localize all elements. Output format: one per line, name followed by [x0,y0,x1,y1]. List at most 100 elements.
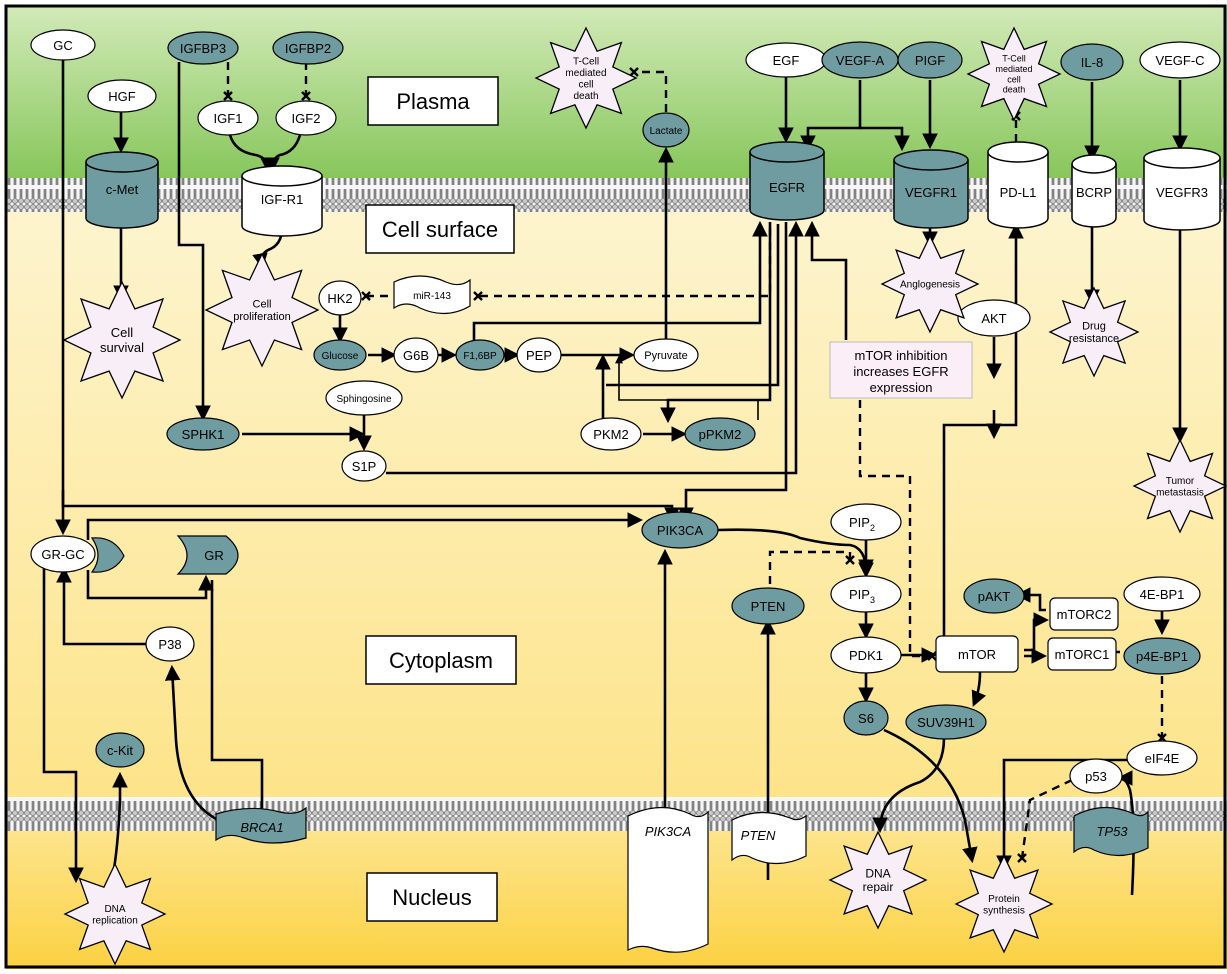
svg-text:Glucose: Glucose [322,351,359,362]
node-vegf-a: VEGF-A [821,41,899,79]
outcome-tcell-death-left-label: T-Cell [573,56,599,67]
receptor-egfr: EGFR [749,141,825,221]
svg-text:PIK3CA: PIK3CA [645,824,691,839]
svg-text:Lactate: Lactate [650,126,683,137]
node-hgf: HGF [87,79,157,113]
svg-text:IL-8: IL-8 [1081,55,1103,70]
svg-text:c-Kit: c-Kit [107,743,133,758]
node-gc: GC [30,29,96,61]
node-glucose: Glucose [313,339,367,371]
node-f16bp: F1,6BP [455,339,505,371]
svg-text:IGFBP2: IGFBP2 [285,41,331,56]
node-il-8: IL-8 [1060,43,1124,81]
node-pyruvate: Pyruvate [633,338,699,372]
node-pten: PTEN [731,587,805,625]
node-igf2: IGF2 [275,100,337,136]
svg-text:PTEN: PTEN [751,599,786,614]
svg-text:4E-BP1: 4E-BP1 [1140,587,1185,602]
svg-text:S6: S6 [858,711,874,726]
svg-text:G6B: G6B [403,348,429,363]
node-pip2: PIP2 [830,503,902,541]
nuclear-membrane [6,797,1227,831]
svg-text:EGF: EGF [773,53,800,68]
receptor-igf-r1: IGF-R1 [241,165,323,237]
svg-text:PIK3CA: PIK3CA [657,523,704,538]
node-pep: PEP [516,337,562,373]
svg-text:HGF: HGF [108,89,136,104]
svg-text:F1,6BP: F1,6BP [463,351,497,362]
gene-pten: PTEN [731,811,807,865]
node-p53: p53 [1069,758,1123,794]
node-pdk1: PDK1 [830,636,902,674]
node-igf1: IGF1 [197,100,259,136]
svg-text:c-Met: c-Met [106,182,139,197]
svg-text:P38: P38 [158,637,181,652]
svg-text:IGF1: IGF1 [214,111,243,126]
svg-text:PIP2: PIP2 [849,515,875,533]
svg-text:increases EGFR: increases EGFR [853,364,948,379]
svg-text:PIP3: PIP3 [849,587,875,605]
receptor-vegfr3: VEGFR3 [1143,147,1221,231]
node-pigf: PIGF [897,41,963,79]
node-igfbp3: IGFBP3 [167,31,239,65]
svg-text:BRCA1: BRCA1 [240,820,283,835]
outcome-tcell-death-left-label: cell [578,79,593,90]
note-mtor-inhibition: mTOR inhibition increases EGFR expressio… [829,341,973,399]
outcome-cell-survival-label: survival [100,340,144,355]
outcome-tumor-metastasis-label: metastasis [1156,487,1204,498]
svg-text:VEGFR3: VEGFR3 [1156,185,1208,200]
outcome-tcell-death-left-label: mediated [565,68,606,79]
node-4e-bp1: 4E-BP1 [1123,576,1201,612]
svg-text:GC: GC [53,38,73,53]
node-s1p: S1P [341,450,387,482]
outcome-tcell-death-left-label: death [573,91,598,102]
node-sphingosine: Sphingosine [325,380,403,416]
node-pkm2: PKM2 [580,417,642,451]
svg-text:Sphingosine: Sphingosine [336,394,391,405]
svg-text:SPHK1: SPHK1 [182,427,225,442]
receptor-bcrp: BCRP [1071,154,1117,228]
outcome-cell-proliferation-label: Cell [253,299,272,311]
outcome-angiogenesis: Anglogenesis [880,234,980,334]
node-pip3: PIP3 [830,575,902,613]
svg-text:p4E-BP1: p4E-BP1 [1136,649,1188,664]
svg-text:GR: GR [204,548,224,563]
svg-text:HK2: HK2 [327,291,352,306]
svg-text:VEGFR1: VEGFR1 [905,185,957,200]
node-pik3ca: PIK3CA [641,511,719,549]
outcome-tcell-death-right-label: T-Cell [1002,54,1026,64]
mtor-complexes: mTOR mTORC2 mTORC1 [935,597,1119,673]
outcome-stars: T-CellmediatedcelldeathT-Cellmediatedcel… [62,26,1227,966]
svg-text:IGFBP3: IGFBP3 [180,41,226,56]
compartment-label-cell-surface: Cell surface [365,204,515,254]
outcome-protein-synthesis-label: Protein [988,894,1020,905]
svg-text:mTOR inhibition: mTOR inhibition [855,348,948,363]
outcome-tcell-death-right-label: mediated [995,64,1032,74]
compartment-label-plasma: Plasma [367,76,499,126]
receptor-pd-l1: PD-L1 [987,141,1049,229]
svg-text:expression: expression [870,380,933,395]
node-mir-143: miR-143 [393,275,471,315]
gene-brca1: BRCA1 [215,806,307,844]
svg-text:BCRP: BCRP [1076,185,1112,200]
node-g6b: G6B [393,337,439,373]
node-c-kit: c-Kit [95,732,145,768]
outcome-cell-survival-label: Cell [111,325,134,340]
node-suv39h1: SUV39H1 [905,704,987,740]
node-gr: GR [176,535,239,575]
gene-pik3ca: PIK3CA [627,806,709,953]
node-hk2: HK2 [318,280,362,316]
node-eif4e: eIF4E [1126,740,1198,776]
cytoplasm-region [6,181,1227,797]
svg-text:PEP: PEP [526,348,552,363]
receptor-cmet: c-Met [85,151,159,229]
svg-text:VEGF-C: VEGF-C [1155,53,1204,68]
node-igfbp2: IGFBP2 [272,31,344,65]
